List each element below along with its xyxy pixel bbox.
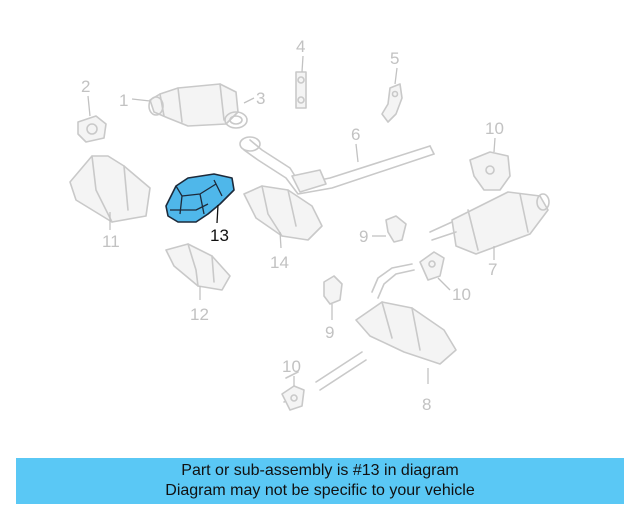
info-banner: Part or sub-assembly is #13 in diagram D… [16,458,624,504]
part-4-ring[interactable] [224,111,248,129]
callout-14: 14 [270,253,289,272]
callout-9a: 9 [359,227,368,246]
part-6-hanger[interactable] [381,83,403,123]
callout-13: 13 [210,226,229,245]
exhaust-parts-diagram: 1 2 3 4 5 6 10 [69,37,550,414]
part-9-clamp-upper[interactable] [385,215,407,243]
part-8-rear-muffler[interactable] [429,191,550,255]
callout-11: 11 [102,232,120,251]
callout-2: 2 [81,77,90,96]
part-5-bracket[interactable] [295,71,307,109]
part-12-heat-shield-lower[interactable] [165,243,231,291]
callout-1: 1 [119,91,128,110]
callout-10b: 10 [452,285,471,304]
callout-8: 7 [488,260,497,279]
callout-9b: 9 [325,323,334,342]
part-7-center-muffler[interactable] [283,263,457,403]
callout-12: 12 [190,305,209,324]
part-10-connector-mid[interactable] [419,251,445,281]
banner-line-1: Part or sub-assembly is #13 in diagram [181,462,459,479]
callout-3: 6 [351,125,360,144]
part-3-front-pipe[interactable] [239,136,435,195]
part-2-gasket[interactable] [77,115,107,143]
part-10-mount-top[interactable] [469,151,511,191]
callout-7: 8 [422,395,431,414]
callout-5: 4 [296,37,305,56]
part-13-heat-shield-highlighted[interactable] [165,173,235,223]
part-10-connector-bottom[interactable] [281,385,305,411]
callout-10a: 10 [485,119,504,138]
part-11-heat-shield[interactable] [69,155,151,223]
callout-10c: 10 [282,357,301,376]
part-14-heat-shield[interactable] [243,185,323,241]
part-9-clamp-lower[interactable] [323,275,343,305]
callout-4: 3 [256,89,265,108]
callout-6: 5 [390,49,399,68]
banner-line-2: Diagram may not be specific to your vehi… [165,482,475,499]
